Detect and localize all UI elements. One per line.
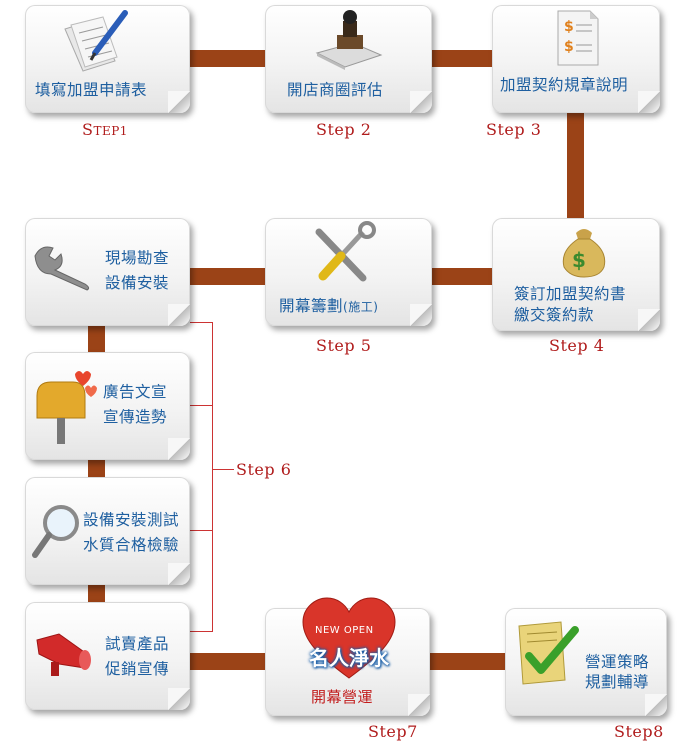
step4-box: $ 簽訂加盟契約書 繳交簽約款 [492, 218, 660, 331]
megaphone-icon [36, 633, 91, 676]
checkmark-paper-icon [518, 621, 579, 685]
step6d-box: 試賣產品 促銷宣傳 [25, 602, 190, 710]
step6b-line1: 廣告文宣 [103, 383, 168, 401]
connector-6c-6d [88, 585, 105, 605]
step6d-line1: 試賣產品 [105, 635, 170, 653]
heart-logo-icon [302, 597, 396, 679]
document-dollar-icon: $ $ [557, 10, 599, 66]
step4-caption: Step 4 [549, 336, 604, 355]
wrench-icon [34, 246, 90, 291]
step6a-line2: 設備安裝 [105, 274, 170, 292]
connector-6a-6b [88, 322, 105, 357]
connector-1-2 [188, 50, 268, 67]
step6a-line1: 現場勘查 [105, 249, 170, 267]
step7-badge: NEW OPEN [315, 625, 374, 636]
step5-caption: Step 5 [316, 336, 371, 355]
step5-label: 開幕籌劃(施工) [279, 296, 378, 318]
connector-5-6a [188, 268, 268, 285]
step3-box: $ $ 加盟契約規章說明 [492, 5, 660, 113]
step2-label: 開店商圈評估 [287, 81, 384, 99]
step3-caption: Step 3 [486, 120, 541, 139]
step6b-line2: 宣傳造勢 [103, 408, 168, 426]
step3-text: Step 3 [486, 120, 542, 139]
step7-box: NEW OPEN 名人淨水 開幕營運 [265, 597, 430, 716]
step6-bracket-mid2 [190, 530, 212, 531]
step2-caption: Step 2 [316, 120, 371, 139]
magnifier-icon [32, 505, 79, 558]
step6-bracket [190, 322, 213, 632]
connector-3-4 [567, 110, 584, 222]
step8-line1: 營運策略 [585, 653, 650, 671]
step6c-line2: 水質合格檢驗 [83, 536, 180, 554]
step5-label-main: 開幕籌劃 [279, 297, 344, 315]
papers-pen-icon [64, 10, 128, 72]
connector-7-8 [430, 653, 510, 670]
step1-label: 填寫加盟申請表 [35, 81, 148, 99]
step6-bracket-arm [212, 469, 234, 470]
step7-brand: 名人淨水 [309, 646, 389, 670]
step1-box: 填寫加盟申請表 [25, 5, 190, 113]
step8-text: Step8 [614, 722, 664, 741]
step6b-box: 廣告文宣 宣傳造勢 [25, 352, 190, 460]
step5-label-sub: (施工) [343, 300, 379, 314]
connector-4-5 [430, 268, 495, 285]
svg-text:$: $ [564, 39, 574, 55]
step1-text: tep1 [93, 124, 128, 138]
step4-line2: 繳交簽約款 [514, 306, 595, 324]
step6-text: Step 6 [236, 460, 292, 479]
step6a-box: 現場勘查 設備安裝 [25, 218, 190, 326]
step7-text: Step7 [368, 722, 418, 741]
step5-text: Step 5 [316, 336, 372, 355]
stamp-icon [315, 10, 383, 70]
step6c-box: 設備安裝測試 水質合格檢驗 [25, 477, 190, 585]
mailbox-hearts-icon [36, 371, 97, 444]
step6-bracket-mid1 [190, 405, 212, 406]
step6c-line1: 設備安裝測試 [83, 511, 180, 529]
svg-text:$: $ [564, 19, 574, 35]
step2-box: 開店商圈評估 [265, 5, 432, 113]
connector-2-3 [430, 50, 495, 67]
money-bag-icon: $ [562, 229, 606, 278]
step8-box: 營運策略 規劃輔導 [505, 608, 667, 716]
step5-box: 開幕籌劃(施工) [265, 218, 432, 326]
step3-label: 加盟契約規章說明 [500, 76, 629, 94]
step6d-line2: 促銷宣傳 [105, 660, 170, 678]
tools-icon [315, 221, 376, 282]
svg-text:$: $ [572, 248, 586, 272]
step8-line2: 規劃輔導 [585, 673, 650, 691]
step7-label: 開幕營運 [311, 688, 374, 706]
step2-text: Step 2 [316, 120, 372, 139]
step8-caption: Step8 [614, 722, 664, 741]
step7-caption: Step7 [368, 722, 418, 741]
step4-line1: 簽訂加盟契約書 [514, 285, 627, 303]
step1-caption: Step1 [82, 120, 128, 139]
connector-6b-6c [88, 460, 105, 480]
connector-6d-7 [188, 653, 268, 670]
step6-caption: Step 6 [236, 460, 291, 479]
step4-text: Step 4 [549, 336, 605, 355]
